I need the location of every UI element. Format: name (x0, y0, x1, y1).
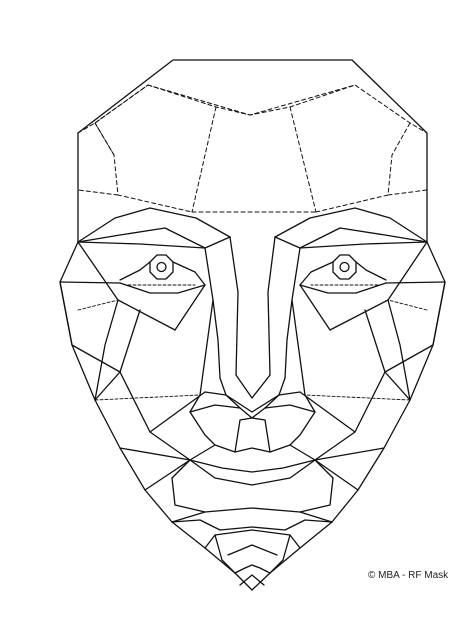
forehead-dashed-segments (78, 85, 427, 212)
copyright-caption: © MBA - RF Mask (368, 570, 448, 581)
right-eye (300, 255, 386, 293)
brows (78, 208, 427, 248)
cheek-left-lines (60, 242, 213, 490)
cheek-right-lines (292, 242, 445, 490)
mouth (172, 412, 333, 485)
left-eye (120, 255, 205, 293)
head-outline (60, 60, 445, 590)
chin (172, 478, 333, 585)
